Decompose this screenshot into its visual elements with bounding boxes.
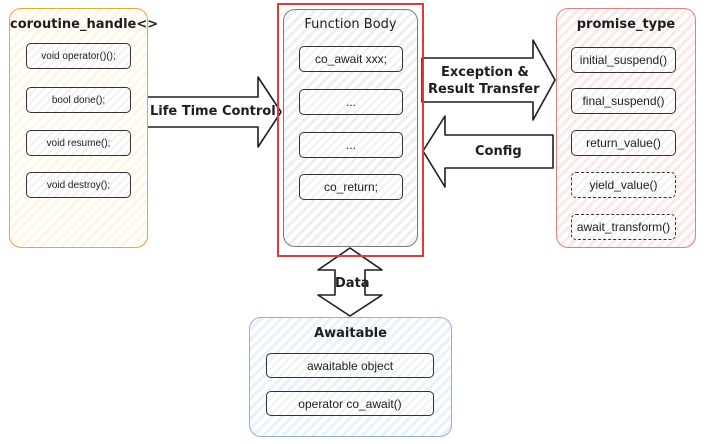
life-time-arrow — [146, 76, 282, 148]
function-body-highlight — [277, 3, 424, 257]
ellipsis-item-1: ... — [299, 89, 403, 115]
co-await-item: co_await xxx; — [299, 46, 403, 72]
exception-label-line1: Exception & — [441, 65, 529, 80]
data-label: Data — [335, 276, 370, 291]
coroutine-handle-panel: coroutine_handle<> void operator()(); bo… — [9, 8, 159, 248]
await-transform-item: await_transform() — [571, 214, 676, 240]
operator-call-item: void operator()(); — [26, 43, 131, 69]
function-body-title: Function Body — [304, 17, 397, 32]
exception-label-line2: Result Transfer — [428, 82, 540, 97]
promise-type-title: promise_type — [576, 17, 676, 32]
data-arrow — [317, 247, 383, 317]
yield-value-item: yield_value() — [571, 172, 676, 198]
promise-type-panel: promise_type initial_suspend() final_sus… — [556, 8, 696, 248]
awaitable-panel: Awaitable awaitable object operator co_a… — [249, 317, 452, 437]
awaitable-object-item: awaitable object — [266, 353, 434, 378]
return-value-item: return_value() — [571, 130, 676, 156]
initial-suspend-item: initial_suspend() — [571, 47, 676, 73]
ellipsis-item-2: ... — [299, 132, 403, 158]
exception-arrow — [421, 39, 556, 121]
life-time-control-label: Life Time Control — [150, 104, 276, 119]
operator-co-await-item: operator co_await() — [266, 391, 434, 416]
resume-item: void resume(); — [26, 130, 131, 156]
config-arrow — [422, 115, 554, 188]
config-label: Config — [475, 144, 522, 159]
done-item: bool done(); — [26, 87, 131, 113]
awaitable-title: Awaitable — [314, 326, 387, 341]
coroutine-handle-title: coroutine_handle<> — [10, 17, 159, 32]
function-body-panel: Function Body co_await xxx; ... ... co_r… — [283, 9, 418, 247]
final-suspend-item: final_suspend() — [571, 88, 676, 114]
destroy-item: void destroy(); — [26, 172, 131, 198]
co-return-item: co_return; — [299, 174, 403, 200]
